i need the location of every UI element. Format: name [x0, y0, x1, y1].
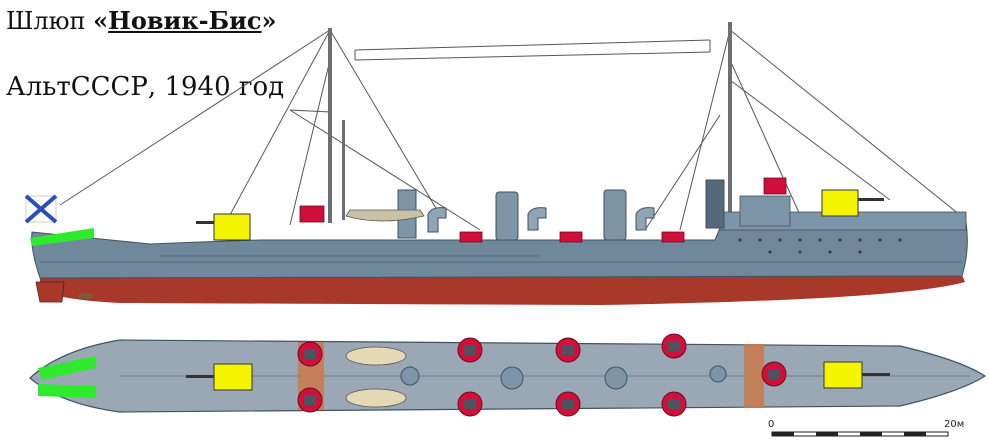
- top-fwd-gun-barrel: [862, 373, 890, 376]
- title-prefix: Шлюп: [6, 7, 94, 35]
- scale-unit: м: [956, 419, 965, 430]
- page-title: Шлюп «Новик-Бис»: [6, 6, 277, 35]
- rudder: [35, 281, 65, 303]
- top-lifeboat-2: [345, 388, 407, 408]
- top-mount-centers: [304, 341, 780, 409]
- side-green-marker: [30, 228, 94, 246]
- top-aft-gun-shield: [213, 363, 253, 391]
- side-aft-gun-shield: [213, 213, 251, 241]
- ventilators: [427, 207, 655, 233]
- fore-mast: [328, 28, 332, 223]
- top-green-marker-2: [38, 384, 96, 398]
- hull-side: [31, 221, 968, 279]
- top-fwd-gun-shield: [823, 361, 863, 389]
- side-lifeboat: [345, 209, 425, 222]
- fore-mast-support: [342, 120, 345, 220]
- scale-start-label: 0: [768, 419, 775, 430]
- page-subtitle: АльтСССР, 1940 год: [6, 72, 285, 102]
- title-quote-open: «: [93, 6, 109, 35]
- ship-name: Новик-Бис: [108, 6, 262, 35]
- top-view: [29, 333, 987, 417]
- hull-underwater: [40, 270, 965, 305]
- scale-end-label: 20м: [944, 419, 964, 430]
- side-fwd-gun-shield: [821, 189, 859, 217]
- side-red-mounts: [299, 177, 787, 243]
- scale-bar: [771, 431, 949, 437]
- top-aft-gun-barrel: [186, 375, 214, 378]
- top-lifeboat-1: [345, 346, 407, 366]
- portholes: [738, 238, 902, 254]
- top-funnels: [400, 365, 727, 390]
- side-profile: [24, 22, 968, 305]
- top-green-marker-1: [38, 356, 96, 380]
- side-aft-gun-barrel: [196, 221, 214, 224]
- propeller: [78, 293, 94, 299]
- scale-end-value: 20: [944, 419, 957, 430]
- bridge-structure: [739, 195, 791, 227]
- side-fwd-gun-barrel: [858, 198, 884, 201]
- funnels: [397, 179, 725, 241]
- main-mast: [728, 22, 732, 220]
- title-quote-close: »: [261, 6, 277, 35]
- fwd-deck-strip: [744, 344, 764, 408]
